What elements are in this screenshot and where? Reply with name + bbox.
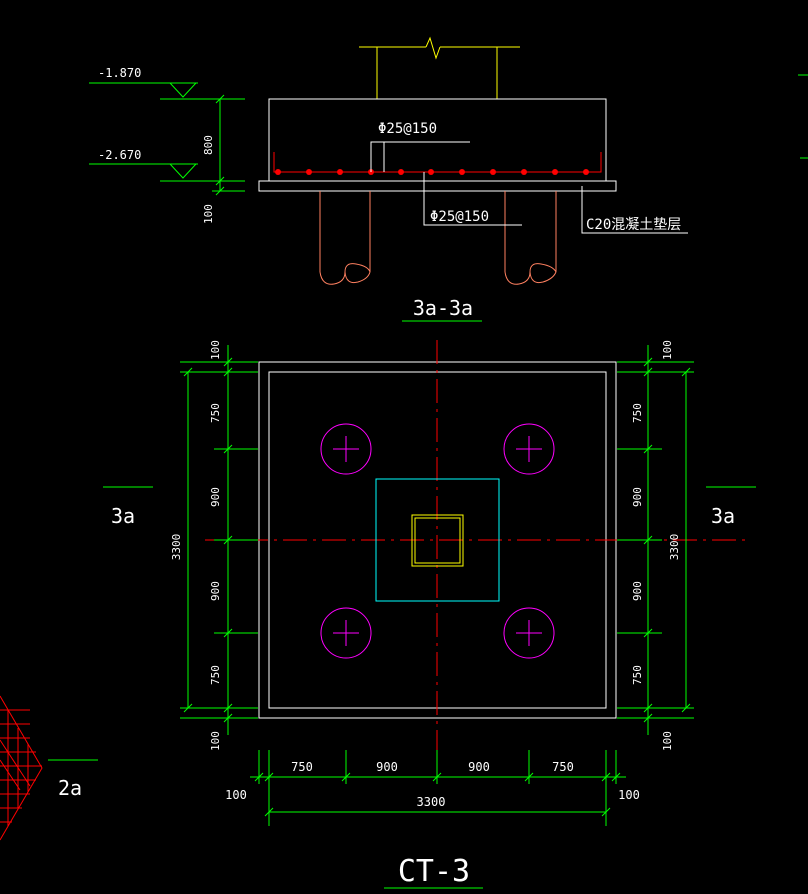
pile-left [319, 191, 371, 285]
right-dim-chain [617, 345, 694, 735]
cut-mark-left-label: 3a [111, 504, 135, 528]
partial-label: 2a [58, 776, 82, 800]
right-dim-texts: 100 750 900 900 750 100 3300 [631, 340, 681, 751]
dim-800: 800 [202, 135, 215, 155]
left-dim-900-bottom: 900 [209, 581, 222, 601]
right-dim-100-top: 100 [661, 340, 674, 360]
pile-plan-bl [320, 607, 372, 659]
column-outline [411, 514, 464, 567]
level-top-text: -1.870 [98, 66, 141, 80]
plan-title: CT-3 [398, 854, 470, 889]
right-edge-fragments [798, 74, 808, 159]
section-view: -1.870 -2.670 800 100 Φ25@150 Φ25@150 [89, 36, 688, 322]
cut-mark-right: 3a [706, 486, 756, 528]
rebar-dots [275, 169, 589, 175]
bottom-dim-900-right: 900 [468, 760, 490, 774]
left-dim-100-top: 100 [209, 340, 222, 360]
bottom-dim-750-left: 750 [291, 760, 313, 774]
left-dim-100-bottom: 100 [209, 731, 222, 751]
bottom-dim-total: 3300 [417, 795, 446, 809]
cut-mark-right-label: 3a [711, 504, 735, 528]
partial-view-2a: 2a [0, 695, 98, 841]
pile-right [504, 191, 557, 285]
rebar-label-bottom: Φ25@150 [430, 209, 489, 225]
column-stub [359, 36, 520, 99]
rebar-label-top: Φ25@150 [378, 121, 437, 137]
bottom-dim-750-right: 750 [552, 760, 574, 774]
bottom-dim-100-left: 100 [225, 788, 247, 802]
pile-plan-tr [503, 423, 555, 475]
dim-100: 100 [202, 204, 215, 224]
rebar-callout-top: Φ25@150 [370, 121, 470, 172]
left-dim-750-bottom: 750 [209, 665, 222, 685]
right-dim-100-bottom: 100 [661, 731, 674, 751]
pedestal-outline [375, 478, 500, 602]
left-dim-total: 3300 [170, 534, 183, 561]
right-dim-750-bottom: 750 [631, 665, 644, 685]
right-dim-900-top: 900 [631, 487, 644, 507]
right-dim-total: 3300 [668, 534, 681, 561]
left-dim-texts: 100 750 900 900 750 100 3300 [170, 340, 222, 751]
left-dim-900-top: 900 [209, 487, 222, 507]
bottom-dim-texts: 750 900 900 750 100 100 3300 [225, 760, 640, 809]
level-marker-top: -1.870 [89, 66, 245, 100]
cut-mark-left: 3a [103, 486, 153, 528]
pile-plan-br [503, 607, 555, 659]
level-bottom-text: -2.670 [98, 148, 141, 162]
left-dim-750-top: 750 [209, 403, 222, 423]
bottom-dim-chain [250, 750, 626, 826]
right-dim-750-top: 750 [631, 403, 644, 423]
bottom-dim-100-right: 100 [618, 788, 640, 802]
bottom-dim-900-left: 900 [376, 760, 398, 774]
section-vertical-dims: 800 100 [202, 94, 225, 224]
bottom-rebar [273, 152, 602, 173]
section-title: 3a-3a [413, 296, 473, 320]
rebar-callout-bottom: Φ25@150 [423, 172, 522, 226]
cushion-callout: C20混凝土垫层 [581, 186, 688, 234]
right-dim-900-bottom: 900 [631, 581, 644, 601]
level-marker-bottom: -2.670 [89, 148, 245, 192]
cushion-label: C20混凝土垫层 [586, 217, 681, 233]
left-dim-chain [180, 345, 258, 735]
plan-view: 100 750 900 900 750 100 3300 100 [103, 340, 756, 889]
pile-plan-tl [320, 423, 372, 475]
cushion-layer [258, 180, 617, 192]
